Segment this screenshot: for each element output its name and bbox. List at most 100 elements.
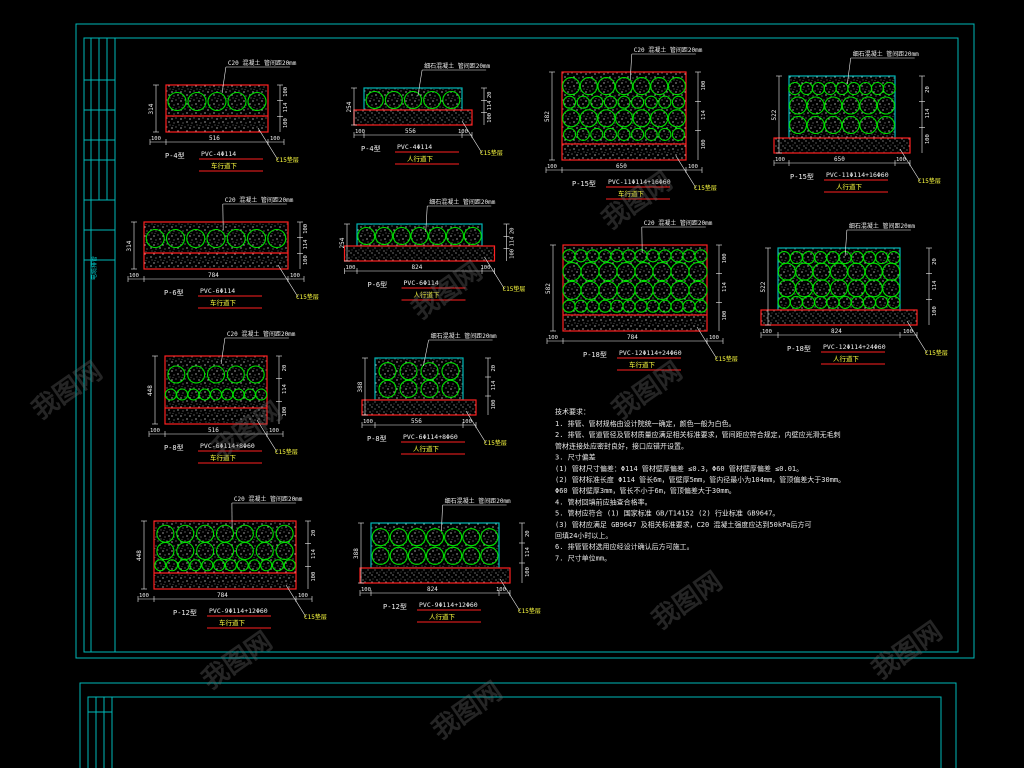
conduit-pipe	[444, 546, 463, 565]
conduit-pipe	[167, 365, 186, 384]
conduit-pipe	[614, 109, 634, 128]
base-leader	[696, 326, 718, 360]
conduit-pipe	[441, 379, 460, 398]
top-note: 细石混凝土 管间距20mm	[445, 497, 511, 505]
right-edge-dim: 100	[688, 164, 698, 170]
right-dim-value: 114	[925, 108, 931, 119]
base-label: C15垫层	[275, 448, 298, 456]
base-leader	[484, 256, 505, 290]
watermark-text: 我图网	[647, 566, 728, 635]
conduit-pipe	[247, 91, 267, 112]
section-tag: P-8型	[367, 434, 387, 443]
section-spec: PVC-6Φ114+8Φ60	[403, 433, 458, 441]
base-slab	[361, 399, 477, 416]
top-note: C20 混凝土 管间距20mm	[644, 219, 713, 227]
left-edge-dim: 100	[775, 157, 785, 163]
section-kind: 人行道下	[407, 154, 434, 163]
section-spec: PVC-6Φ114	[200, 287, 235, 295]
concrete-body	[164, 355, 268, 425]
conduit-pipe	[371, 546, 390, 565]
conduit-pipe	[275, 541, 294, 561]
section-kind: 人行道下	[413, 444, 440, 453]
top-note: 细石混凝土 管间距20mm	[429, 198, 495, 206]
base-label: C15垫层	[925, 349, 948, 357]
right-dim-value: 114	[283, 102, 289, 113]
conduit-pipe	[563, 95, 577, 109]
notes-title: 技术要求：	[555, 407, 590, 416]
height-dim: 388	[353, 548, 360, 559]
conduit-pipe	[859, 96, 878, 115]
conduit-pipe	[392, 226, 411, 246]
conduit-pipe	[824, 96, 843, 115]
base-leader	[461, 120, 483, 154]
conduit-pipe	[650, 109, 669, 128]
right-dim-value: 100	[311, 572, 317, 582]
conduit-pipe	[165, 228, 186, 249]
conduit-pipe	[617, 127, 631, 141]
conduit-pipe	[206, 228, 226, 249]
conduit-pipe	[789, 96, 808, 115]
base-slab	[353, 109, 473, 126]
conduit-pipe	[215, 541, 235, 561]
conduit-pipe	[614, 77, 634, 96]
right-dim-value: 114	[311, 548, 317, 559]
section-kind: 人行道下	[414, 290, 441, 299]
conduit-pipe	[876, 115, 895, 135]
width-dim: 556	[411, 418, 422, 425]
section-spec: PVC-4Φ114	[201, 150, 236, 158]
leader-line	[220, 337, 226, 365]
conduit-pipe	[617, 95, 631, 109]
left-edge-dim: 100	[361, 587, 371, 593]
width-dim: 784	[217, 592, 228, 599]
conduit-pipe	[423, 90, 442, 110]
section-tag: P-12型	[173, 608, 197, 617]
conduit-pipe	[887, 295, 901, 309]
watermark-text: 我图网	[427, 676, 508, 745]
note-line: 3. 尺寸偏差	[555, 453, 596, 462]
base-leader	[899, 148, 921, 182]
left-edge-dim: 100	[139, 593, 149, 599]
right-edge-dim: 100	[270, 136, 280, 142]
base-leader	[465, 410, 487, 444]
conduit-pipe	[597, 109, 616, 128]
right-dim-value: 100	[525, 567, 531, 577]
conduit-pipe	[671, 127, 685, 141]
section-tag: P-12型	[383, 602, 407, 611]
section-spec: PVC-11Φ114+16Φ60	[826, 171, 889, 179]
conduit-pipe	[407, 546, 426, 565]
conduit-pipe	[579, 109, 598, 128]
conduit-pipe	[631, 95, 645, 109]
width-dim: 650	[616, 163, 627, 170]
base-slab	[760, 309, 918, 326]
conduit-pipe	[246, 228, 267, 249]
base-label: C15垫层	[296, 293, 319, 301]
base-slab	[359, 567, 511, 584]
top-note: C20 混凝土 管间距20mm	[228, 59, 297, 67]
watermark-text: 我图网	[197, 626, 278, 695]
height-dim: 314	[126, 240, 133, 251]
section-spec: PVC-4Φ114	[397, 143, 432, 151]
right-edge-dim: 100	[896, 157, 906, 163]
conduit-pipe	[357, 226, 376, 246]
right-dim-value: 100	[701, 139, 707, 149]
section-spec: PVC-11Φ114+16Φ60	[608, 178, 671, 186]
conduit-pipe	[824, 115, 843, 135]
section-tag: P-6型	[164, 288, 184, 297]
conduit-pipe	[425, 528, 445, 547]
conduit-pipe	[444, 528, 463, 547]
right-dim-value: 114	[303, 239, 309, 250]
conduit-pipe	[882, 81, 896, 96]
section-kind: 车行道下	[618, 189, 645, 198]
conduit-pipe	[667, 109, 686, 128]
left-edge-dim: 100	[151, 136, 161, 142]
conduit-pipe	[420, 362, 439, 381]
watermark-text: 我图网	[27, 356, 108, 425]
conduit-pipe	[371, 528, 390, 547]
top-note: 细石混凝土 管间距20mm	[424, 62, 490, 70]
conduit-pipe	[260, 559, 273, 572]
conduit-pipe	[399, 362, 418, 381]
conduit-pipe	[667, 77, 686, 96]
height-dim: 522	[771, 109, 778, 120]
